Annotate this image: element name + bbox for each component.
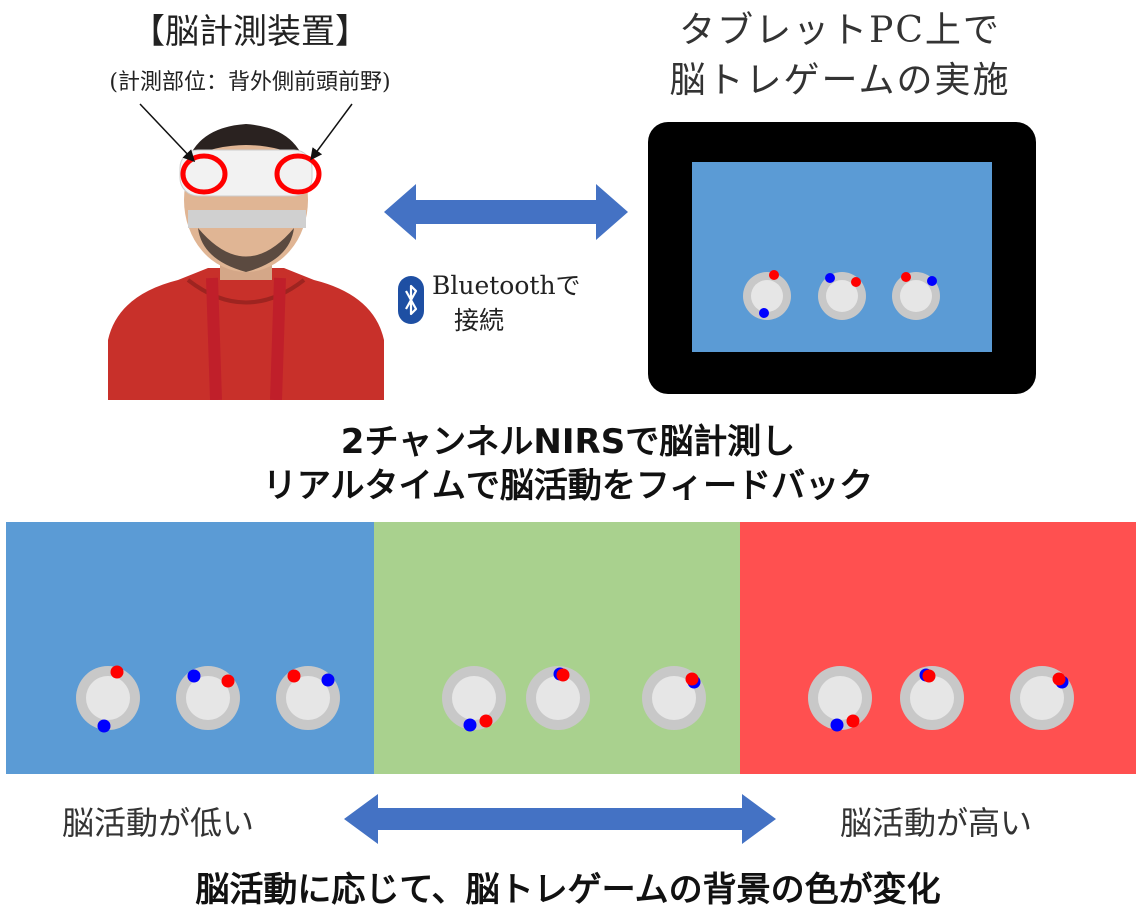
panel-low-activity <box>6 522 374 774</box>
bottom-caption: 脳活動に応じて、脳トレゲームの背景の色が変化 <box>195 870 941 910</box>
panel-mid-knobs <box>374 522 740 774</box>
tablet-game-knobs <box>743 270 940 320</box>
right-sensor-marker <box>274 153 322 195</box>
high-activity-label: 脳活動が高い <box>840 804 1033 842</box>
device-title: 【脳計測装置】 <box>131 12 369 52</box>
panel-low-bg <box>6 522 374 774</box>
tablet-screen <box>692 162 992 352</box>
scale-arrow <box>344 794 776 844</box>
connection-arrow <box>384 184 628 240</box>
panel-mid-bg <box>374 522 740 774</box>
device-subtitle: (計測部位：背外側前頭前野) <box>109 70 391 95</box>
knob <box>818 272 866 320</box>
knob <box>743 270 791 320</box>
panel-low-knobs <box>6 522 374 774</box>
tablet-device <box>648 122 1036 394</box>
panel-high-bg <box>740 522 1136 774</box>
person-photo <box>108 110 384 400</box>
connection-label-line2: 接続 <box>454 306 505 335</box>
headline: 2チャンネルNIRSで脳計測し リアルタイムで脳活動をフィードバック <box>0 420 1136 508</box>
knob <box>892 272 940 320</box>
low-activity-label: 脳活動が低い <box>62 804 255 842</box>
headline-line1: 2チャンネルNIRSで脳計測し <box>340 422 796 462</box>
connection-label-line1: Bluetoothで <box>432 271 581 300</box>
panel-high-activity <box>740 522 1136 774</box>
connection-label: Bluetoothで 接続 <box>432 268 581 338</box>
headline-line2: リアルタイムで脳活動をフィードバック <box>262 466 874 506</box>
panel-high-knobs <box>740 522 1136 774</box>
panel-mid-activity <box>374 522 740 774</box>
tablet-caption-line2: 脳トレゲームの実施 <box>669 60 1011 101</box>
left-sensor-marker <box>180 153 228 195</box>
tablet-caption-line1: タブレットPC上で <box>679 10 1001 51</box>
bluetooth-icon <box>398 276 424 324</box>
tablet-caption: タブレットPC上で 脳トレゲームの実施 <box>640 6 1040 106</box>
